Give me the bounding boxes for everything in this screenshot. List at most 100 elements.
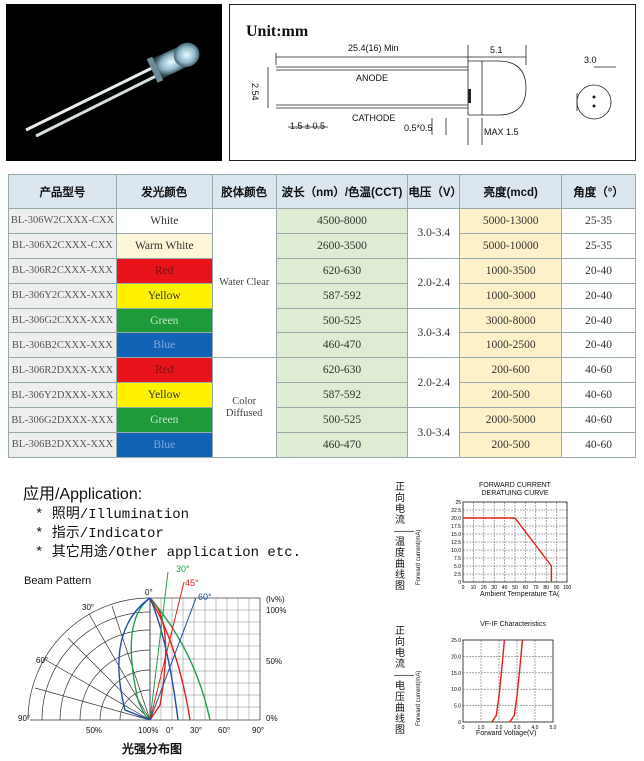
color-cell: Red	[115, 357, 213, 384]
body-color-cell: Water Clear	[211, 207, 277, 359]
color-cell: Warm White	[115, 232, 213, 259]
angle-cell: 40-60	[561, 357, 636, 384]
color-cell: Blue	[115, 432, 213, 458]
dimension-drawing: Unit:mm	[229, 4, 636, 161]
y-tick-label: 15.0	[451, 532, 461, 538]
pct-0-right: 0%	[266, 714, 278, 723]
application-item: * 其它用途/Other application etc.	[35, 545, 302, 561]
y-tick-label: 5.0	[454, 564, 461, 570]
curve-label-60: 60°	[198, 592, 212, 602]
y-tick-label: 0	[458, 580, 461, 586]
deg-0-bottom: 0°	[166, 726, 174, 735]
color-cell: Green	[115, 407, 213, 434]
y-tick-label: 10.0	[451, 548, 461, 554]
model-cell: BL-306Y2CXXX-XXX	[8, 282, 117, 309]
x-tick-label: 40	[502, 585, 508, 591]
plot-frame	[462, 501, 568, 583]
deg-90-bottom: 90°	[252, 726, 265, 735]
brightness-cell: 1000-3500	[459, 257, 563, 284]
model-cell: BL-306B2DXXX-XXX	[8, 432, 117, 458]
table-row: BL-306R2CXXX-XXX Red 620-630 2.0-2.4 100…	[8, 257, 636, 309]
color-cell: Green	[115, 307, 213, 334]
cathode-label: CATHODE	[352, 113, 396, 123]
beam-title: Beam Pattern	[24, 575, 92, 587]
x-tick-label: 4.0	[532, 725, 539, 731]
brightness-cell: 2000-5000	[459, 407, 563, 434]
col-brightness: 亮度(mcd)	[459, 174, 563, 209]
pct-100-bottom: 100%	[138, 726, 159, 735]
chart1-side-label: 正向电流——温度曲线图	[394, 482, 414, 592]
brightness-cell: 1000-2500	[459, 332, 563, 359]
col-color: 发光颜色	[115, 174, 213, 209]
pct-100-right: 100%	[266, 606, 287, 615]
y-tick-label: 7.5	[454, 556, 461, 562]
voltage-cell: 2.0-2.4	[407, 357, 461, 409]
chart2-xlabel: Forward Voltage(V)	[476, 730, 537, 737]
x-tick-label: 20	[481, 585, 487, 591]
x-tick-label: 70	[533, 585, 539, 591]
table-header-row: 产品型号 发光颜色 胶体颜色 波长（nm）/色温(CCT) 电压（V） 亮度(m…	[8, 174, 636, 209]
angle-cell: 25-35	[561, 208, 636, 234]
length-dim: 25.4(16) Min	[348, 43, 399, 53]
wavelength-cell: 4500-8000	[275, 208, 409, 234]
brightness-cell: 200-500	[459, 382, 563, 409]
wavelength-cell: 620-630	[275, 257, 409, 284]
table-row: BL-306G2DXXX-XXX Green 500-525 3.0-3.4 2…	[8, 407, 636, 458]
angle-cell: 25-35	[561, 232, 636, 259]
voltage-cell: 3.0-3.4	[407, 407, 461, 458]
color-cell: Blue	[115, 332, 213, 359]
model-cell: BL-306R2CXXX-XXX	[8, 257, 117, 284]
table-row: BL-306X2CXXX-CXX Warm White 2600-3500 50…	[8, 232, 636, 259]
y-tick-label: 25.0	[451, 638, 461, 644]
table-row: BL-306G2CXXX-XXX Green 500-525 3.0-3.4 3…	[8, 307, 636, 359]
table-row: BL-306Y2CXXX-XXX Yellow 587-592 1000-300…	[8, 282, 636, 309]
voltage-cell: 3.0-3.4	[407, 208, 461, 259]
brightness-cell: 200-500	[459, 432, 563, 458]
color-cell: Red	[115, 257, 213, 284]
brightness-cell: 5000-13000	[459, 208, 563, 234]
angle-cell: 40-60	[561, 382, 636, 409]
wavelength-cell: 587-592	[275, 382, 409, 409]
x-tick-label: 80	[543, 585, 549, 591]
table-row: BL-306R2DXXX-XXX Red Color Diffused 620-…	[8, 357, 636, 458]
x-tick-label: 1.0	[478, 725, 485, 731]
brightness-cell: 3000-8000	[459, 307, 563, 334]
model-cell: BL-306R2DXXX-XXX	[8, 357, 117, 384]
pct-unit: (Iv%)	[266, 595, 285, 604]
application-item: * 照明/Illumination	[35, 507, 190, 523]
max-dim: MAX 1.5	[484, 127, 519, 137]
wavelength-cell: 460-470	[275, 332, 409, 359]
deg-30-bottom: 30°	[190, 726, 203, 735]
col-body: 胶体颜色	[211, 174, 277, 209]
x-tick-label: 60	[523, 585, 529, 591]
wavelength-cell: 587-592	[275, 282, 409, 309]
y-tick-label: 10.0	[451, 687, 461, 693]
beam-caption: 光强分布图	[122, 742, 183, 756]
y-tick-label: 12.5	[451, 540, 461, 546]
curve-label-45: 45°	[185, 578, 199, 588]
color-cell: Yellow	[115, 382, 213, 409]
chart1-xlabel: Ambient Temperature TA(	[480, 591, 560, 598]
body-color-cell: Color Diffused	[211, 357, 277, 458]
y-tick-label: 20.0	[451, 654, 461, 660]
voltage-cell: 3.0-3.4	[407, 307, 461, 359]
curve-label-30: 30°	[176, 564, 190, 574]
x-tick-label: 10	[471, 585, 477, 591]
lead-square: 0.5*0.5	[404, 123, 433, 133]
x-tick-label: 0	[462, 725, 465, 731]
chart2-ylabel: Forward current(mA)	[416, 670, 422, 726]
wavelength-cell: 620-630	[275, 357, 409, 384]
angle-cell: 20-40	[561, 332, 636, 359]
x-tick-label: 50	[512, 585, 518, 591]
brightness-cell: 1000-3000	[459, 282, 563, 309]
angle-90: 90°	[18, 714, 31, 723]
body-length: 5.1	[490, 45, 503, 55]
chart2-side-label: 正向电流——电压曲线图	[394, 626, 414, 736]
model-cell: BL-306G2CXXX-XXX	[8, 307, 117, 334]
lead-spacing: 2.54	[250, 83, 260, 101]
model-cell: BL-306W2CXXX-CXX	[8, 208, 117, 234]
beam-pattern	[27, 571, 261, 721]
application-title: 应用/Application:	[23, 486, 143, 503]
